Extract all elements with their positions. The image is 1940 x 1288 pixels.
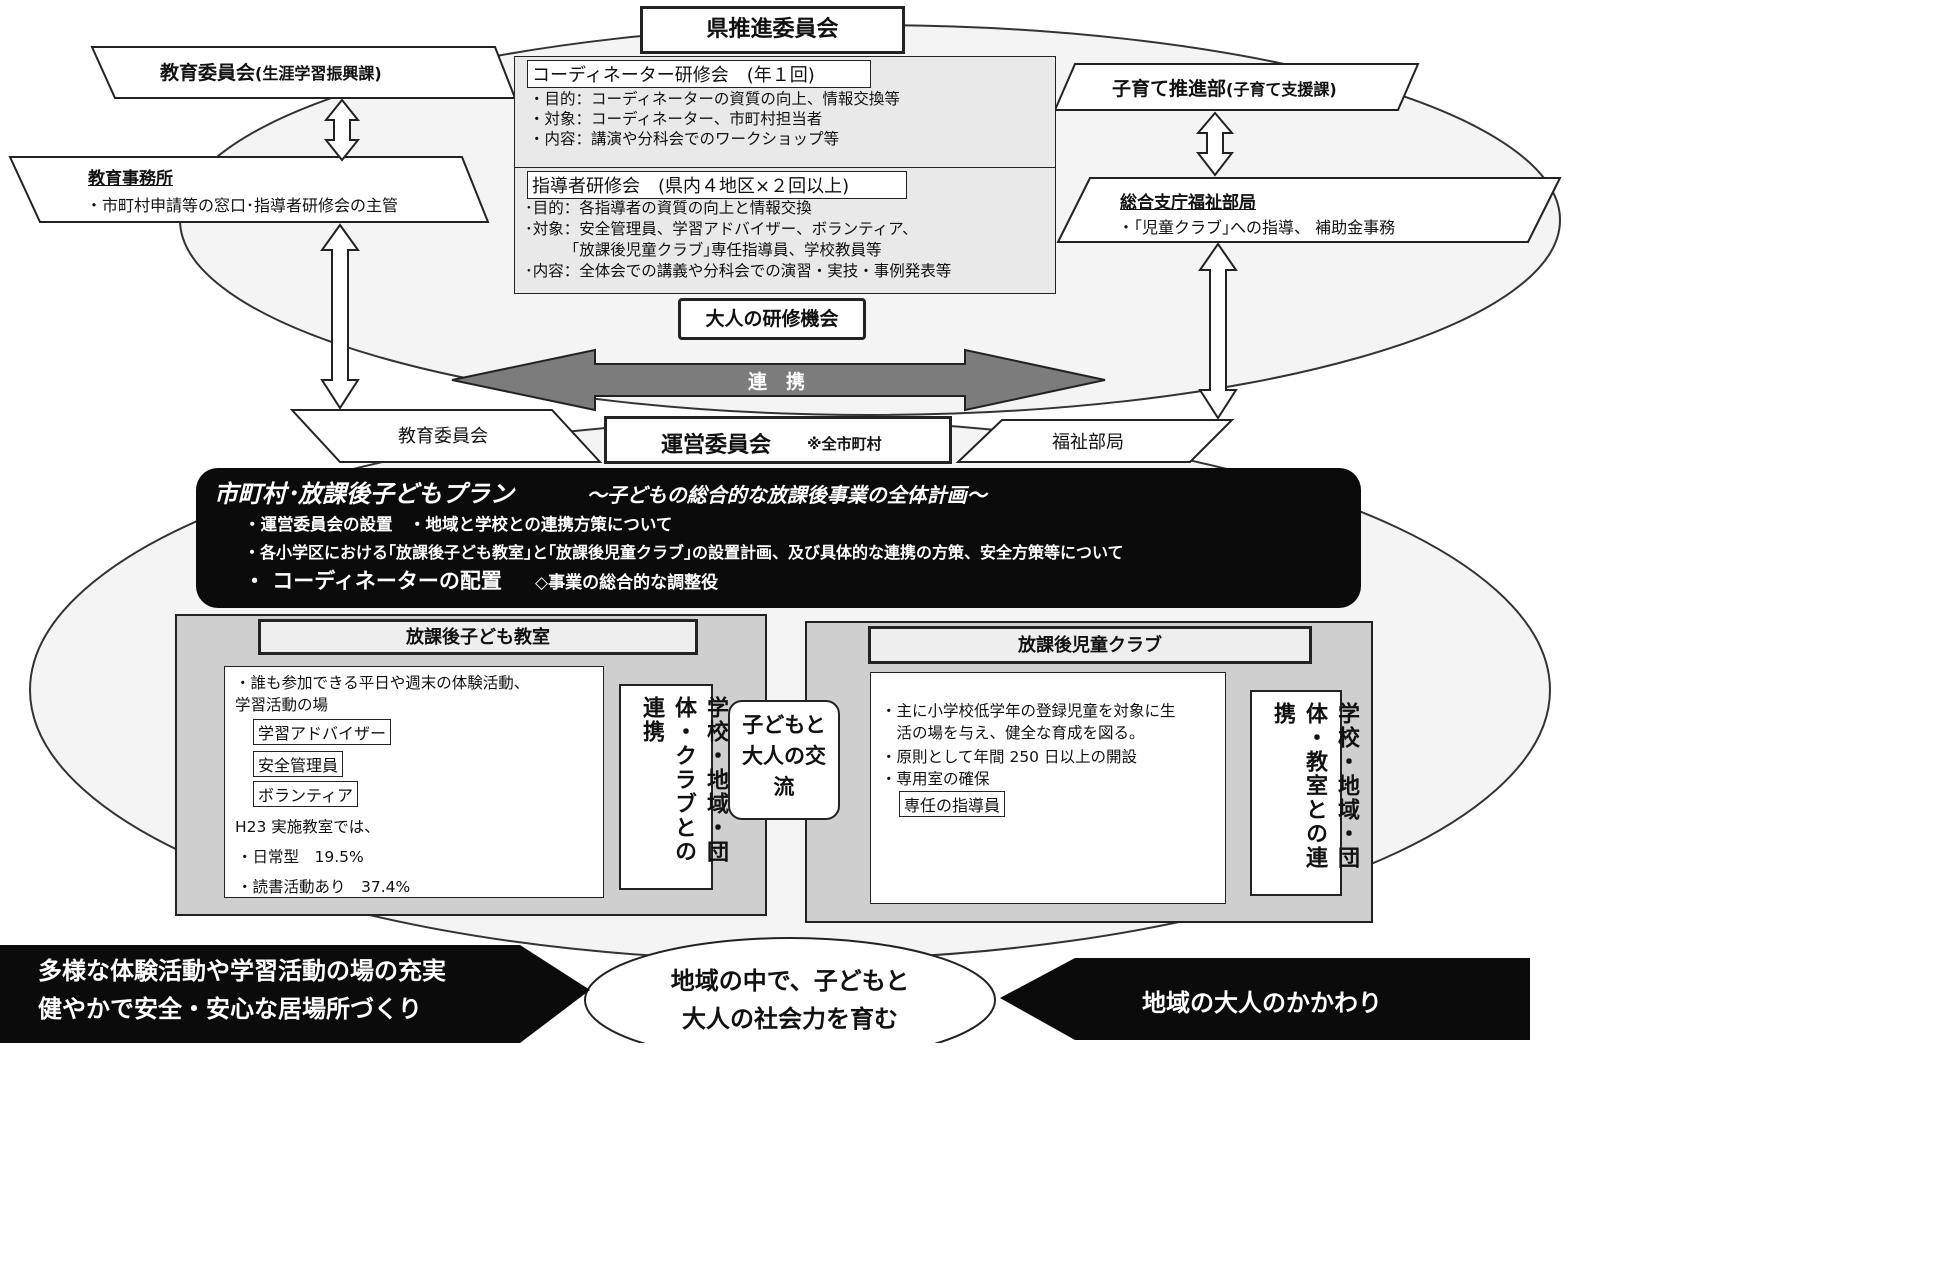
bottom-left-text: 多様な体験活動や学習活動の場の充実 健やかで安全・安心な居場所づくり — [38, 952, 446, 1028]
role-tag: ボランティア — [253, 781, 359, 807]
municipal-board-label: 教育委員会 — [398, 426, 488, 447]
cooperation-arrow — [451, 348, 1106, 412]
arrow-board-office — [323, 98, 361, 162]
welfare-bureau-shape — [1056, 177, 1562, 243]
kodomo-kyoshitsu-content: ・誰も参加できる平日や週末の体験活動、 学習活動の場 学習アドバイザー 安全管理… — [224, 666, 604, 898]
kodomo-stat: ・読書活動あり 37.4% — [237, 878, 411, 896]
kodomo-kyoshitsu-title: 放課後子ども教室 — [258, 619, 698, 655]
bottom-center-line: 地域の中で、子どもと — [670, 967, 910, 995]
education-office-title: 教育事務所 — [88, 169, 173, 189]
kodomo-desc: 学習活動の場 — [235, 696, 329, 714]
bottom-right-text: 地域の大人のかかわり — [1142, 989, 1382, 1017]
cooperation-label: 連 携 — [748, 371, 806, 393]
coordinator-training-line: ・内容：講演や分科会でのワークショップ等 — [529, 130, 840, 148]
jido-club-title: 放課後児童クラブ — [868, 626, 1312, 664]
leader-training-line: ･内容：全体会での講義や分科会での演習・実技・事例発表等 — [525, 262, 952, 280]
childcare-division-dept: (子育て支援課) — [1226, 80, 1337, 99]
role-tag: 専任の指導員 — [899, 791, 1006, 817]
jido-club-content: ・主に小学校低学年の登録児童を対象に生 活の場を与え、健全な育成を図る。 ・原則… — [870, 672, 1226, 904]
plan-line: ・各小学区における｢放課後子ども教室｣と｢放課後児童クラブ｣の設置計画、及び具体… — [244, 543, 1124, 562]
arrow-welfare-municipal — [1198, 242, 1238, 420]
bottom-center-text: 地域の中で、子どもと 大人の社会力を育む — [640, 962, 940, 1038]
role-tag: 学習アドバイザー — [253, 719, 392, 745]
exchange-box: 子どもと大人の交流 — [728, 700, 840, 820]
municipal-plan-box: 市町村･放課後子どもプラン ～子どもの総合的な放課後事業の全体計画～ ・運営委員… — [196, 468, 1361, 608]
coordinator-training-line: ・対象：コーディネーター、市町村担当者 — [529, 110, 823, 128]
bottom-left-line: 健やかで安全・安心な居場所づくり — [38, 995, 422, 1023]
kodomo-stat: ・日常型 19.5% — [237, 848, 364, 866]
plan-line: ・運営委員会の設置 ・地域と学校との連携方策について — [244, 515, 673, 534]
board-education-label: 教育委員会(生涯学習振興課) — [160, 58, 382, 85]
leader-training-title: 指導者研修会 (県内４地区×２回以上) — [527, 171, 907, 199]
kodomo-side-box: 学校・地域・団体・クラブとの連携 — [619, 684, 728, 890]
arrow-office-municipal — [320, 223, 360, 410]
jido-side-text: 学校・地域・団体・教室との連携 — [1270, 702, 1359, 870]
board-education-name: 教育委員会 — [160, 62, 256, 84]
steering-committee: 運営委員会 ※全市町村 — [604, 416, 952, 464]
plan-coordinator-note: ◇事業の総合的な調整役 — [535, 573, 719, 593]
jido-line: ・主に小学校低学年の登録児童を対象に生 — [881, 702, 1176, 720]
training-box: コーディネーター研修会 (年１回) ・目的：コーディネーターの資質の向上、情報交… — [514, 56, 1056, 294]
board-education-dept: (生涯学習振興課) — [255, 64, 382, 83]
welfare-bureau-title: 総合支庁福祉部局 — [1120, 193, 1256, 213]
jido-side-box: 学校・地域・団体・教室との連携 — [1250, 690, 1359, 896]
welfare-dept-shape — [955, 419, 1235, 463]
steering-committee-title: 運営委員会 — [661, 433, 772, 458]
leader-training-line: ｢放課後児童クラブ｣専任指導員、学校教員等 — [525, 241, 882, 259]
center-bottom-ellipse — [584, 937, 996, 1043]
training-divider — [515, 167, 1055, 168]
kodomo-desc: ・誰も参加できる平日や週末の体験活動、 — [235, 674, 530, 692]
jido-line: ・原則として年間 250 日以上の開設 — [881, 748, 1137, 766]
childcare-division-shape — [1053, 63, 1420, 111]
bottom-left-line: 多様な体験活動や学習活動の場の充実 — [38, 957, 446, 985]
childcare-division-label: 子育て推進部(子育て支援課) — [1112, 74, 1337, 101]
top-committee: 県推進委員会 — [640, 6, 905, 54]
plan-subtitle: ～子どもの総合的な放課後事業の全体計画～ — [586, 483, 987, 507]
plan-coordinator: ・ コーディネーターの配置 — [244, 569, 502, 593]
leader-training-lines: ･目的：各指導者の資質の向上と情報交換 ･対象：安全管理員、学習アドバイザー、ボ… — [525, 198, 951, 282]
education-office-desc: ・市町村申請等の窓口･指導者研修会の主管 — [86, 196, 399, 215]
arrow-childcare-welfare — [1195, 111, 1235, 177]
plan-title: 市町村･放課後子どもプラン — [214, 480, 514, 508]
bottom-center-line: 大人の社会力を育む — [682, 1005, 898, 1033]
coordinator-training-title: コーディネーター研修会 (年１回) — [527, 60, 871, 88]
leader-training-line: ･対象：安全管理員、学習アドバイザー、ボランティア、 — [525, 220, 918, 238]
education-office-shape — [8, 156, 490, 223]
adult-training-label: 大人の研修機会 — [678, 298, 866, 340]
bottom-left-banner — [0, 945, 590, 1043]
welfare-dept-label: 福祉部局 — [1052, 432, 1124, 453]
coordinator-training-line: ・目的：コーディネーターの資質の向上、情報交換等 — [529, 90, 900, 108]
bottom-right-banner — [1000, 958, 1530, 1040]
role-tag: 安全管理員 — [253, 751, 344, 777]
kodomo-stat-intro: H23 実施教室では、 — [235, 818, 380, 836]
jido-line: ・専用室の確保 — [881, 770, 990, 788]
childcare-division-name: 子育て推進部 — [1112, 78, 1227, 100]
jido-line: 活の場を与え、健全な育成を図る。 — [881, 724, 1145, 742]
municipal-board-shape — [289, 409, 603, 463]
kodomo-side-text: 学校・地域・団体・クラブとの連携 — [639, 696, 728, 864]
steering-committee-note: ※全市町村 — [807, 435, 882, 453]
leader-training-line: ･目的：各指導者の資質の向上と情報交換 — [525, 199, 812, 217]
welfare-bureau-desc: ・｢児童クラブ｣への指導、 補助金事務 — [1118, 218, 1396, 237]
coordinator-training-lines: ・目的：コーディネーターの資質の向上、情報交換等 ・対象：コーディネーター、市町… — [529, 89, 900, 149]
